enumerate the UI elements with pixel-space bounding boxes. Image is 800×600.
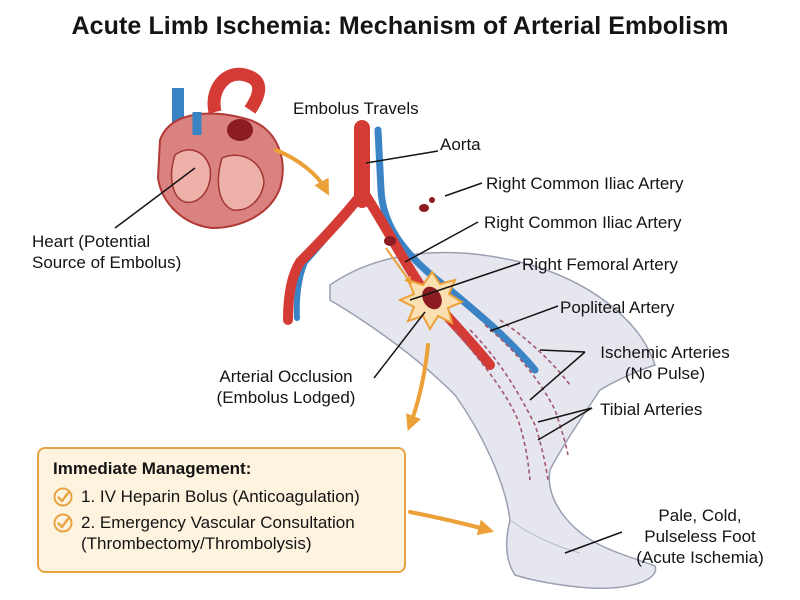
flow-arrows [274, 148, 495, 536]
management-step-1: 1. IV Heparin Bolus (Anticoagulation) [53, 486, 390, 507]
label-popliteal: Popliteal Artery [560, 298, 675, 317]
ischemic-arteries [454, 319, 571, 481]
label-right-femoral: Right Femoral Artery [522, 255, 678, 274]
management-title: Immediate Management: [53, 459, 252, 478]
label-aorta: Aorta [440, 135, 481, 154]
leader-lines [114, 150, 623, 554]
management-box: Immediate Management: 1. IV Heparin Bolu… [37, 447, 406, 573]
label-right-common-iliac-1: Right Common Iliac Artery [486, 174, 684, 193]
label-arterial-occlusion: Arterial Occlusion (Embolus Lodged) [216, 367, 356, 407]
label-right-common-iliac-2: Right Common Iliac Artery [484, 213, 682, 232]
label-heart: Heart (Potential Source of Embolus) [32, 232, 182, 272]
occlusion-burst [397, 270, 465, 332]
diagram-title: Acute Limb Ischemia: Mechanism of Arteri… [71, 12, 729, 40]
heart-illustration [156, 67, 284, 230]
label-foot: Pale, Cold, Pulseless Foot (Acute Ischem… [636, 506, 764, 567]
label-ischemic-arteries: Ischemic Arteries (No Pulse) [600, 343, 730, 383]
check-circle-icon [53, 513, 73, 533]
check-circle-icon [53, 487, 73, 507]
emboli [384, 197, 435, 285]
label-embolus-travels: Embolus Travels [293, 99, 419, 118]
label-tibial-arteries: Tibial Arteries [600, 400, 703, 419]
leg-illustration [329, 251, 657, 589]
management-step-2: 2. Emergency Vascular Consultation (Thro… [53, 512, 390, 554]
